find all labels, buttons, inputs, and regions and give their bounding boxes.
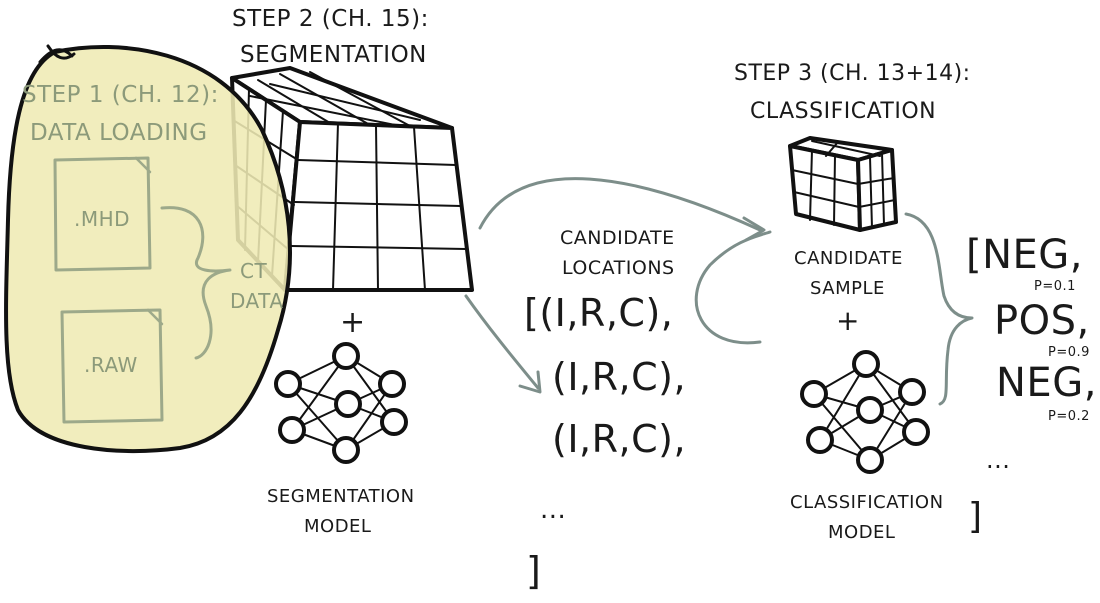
candidate-locations-label-line1: CANDIDATE (560, 227, 675, 249)
candidate-locations-label-line2: LOCATIONS (562, 257, 675, 279)
candidate-sample-label-line2: SAMPLE (810, 278, 885, 299)
step3-title-line1: STEP 3 (CH. 13+14): (734, 61, 971, 86)
candidate-list-item: (I,R,C), (552, 417, 686, 461)
candidate-loop-curve (694, 230, 772, 345)
segmentation-cube (230, 66, 474, 292)
step2-plus: + (340, 305, 366, 340)
step2-title-line1: STEP 2 (CH. 15): (232, 6, 429, 32)
mhd-file-icon (53, 156, 152, 272)
candidate-list-item: [(I,R,C), (524, 291, 673, 335)
mhd-file-label: .MHD (74, 207, 130, 231)
arrow-to-candidate-list (464, 294, 542, 394)
candidate-list-close: ] (526, 549, 541, 593)
raw-file-icon (60, 308, 164, 424)
segmentation-model-label-line2: MODEL (304, 516, 371, 537)
results-brace (904, 212, 974, 406)
classification-model-label-line2: MODEL (828, 522, 895, 543)
result-ellipsis: ... (986, 446, 1010, 474)
result-item: POS, (994, 298, 1090, 344)
candidate-list-item: (I,R,C), (552, 355, 686, 399)
candidate-sample-label-line1: CANDIDATE (794, 248, 903, 269)
step2-title-line2: SEGMENTATION (240, 42, 427, 68)
ct-data-label-line1: CT (240, 259, 267, 283)
step1-title-line2: DATA LOADING (30, 120, 208, 146)
step1-title-line1: STEP 1 (CH. 12): (22, 82, 219, 108)
segmentation-model-label-line1: SEGMENTATION (267, 486, 415, 507)
raw-file-label: .RAW (84, 353, 138, 377)
result-probability: P=0.9 (1048, 345, 1090, 360)
segmentation-network-icon (274, 342, 408, 464)
data-loading-blob (4, 44, 292, 454)
result-probability: P=0.1 (1034, 279, 1076, 294)
classification-model-label-line1: CLASSIFICATION (790, 492, 944, 513)
result-probability: P=0.2 (1048, 409, 1090, 424)
result-item: NEG, (996, 360, 1097, 406)
ct-data-brace (160, 206, 232, 360)
candidate-sample-cube (788, 136, 898, 232)
ct-data-label-line2: DATA (230, 289, 284, 313)
candidate-list-ellipsis: ... (540, 495, 566, 525)
step3-plus: + (836, 304, 860, 337)
result-list-close: ] (968, 496, 983, 537)
step3-title-line2: CLASSIFICATION (750, 99, 936, 124)
classification-network-icon (800, 350, 930, 474)
result-item: [NEG, (966, 232, 1083, 278)
